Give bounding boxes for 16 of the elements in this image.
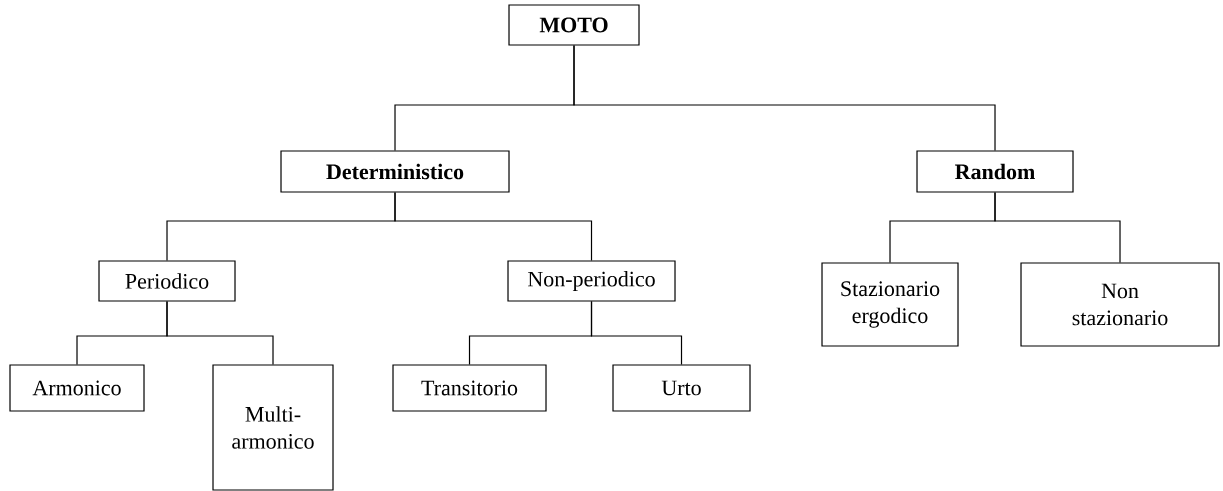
category-box: MOTO [508, 4, 640, 46]
connector-line [573, 45, 996, 151]
category-box: Stazionario ergodico [821, 262, 959, 347]
connector-line [994, 192, 1121, 263]
category-box: Urto [612, 364, 751, 412]
category-box: Non stazionario [1020, 262, 1220, 347]
category-box: Periodico [98, 260, 236, 302]
category-box: Transitorio [392, 364, 547, 412]
category-box: Multi-armonico [212, 364, 334, 491]
category-box: Non-periodico [507, 260, 676, 302]
connector-line [394, 192, 593, 261]
category-box: Armonico [9, 364, 145, 412]
category-box: Deterministico [280, 150, 510, 193]
connector-line [166, 301, 274, 365]
connector-line [590, 301, 683, 365]
category-box: Random [916, 150, 1074, 193]
